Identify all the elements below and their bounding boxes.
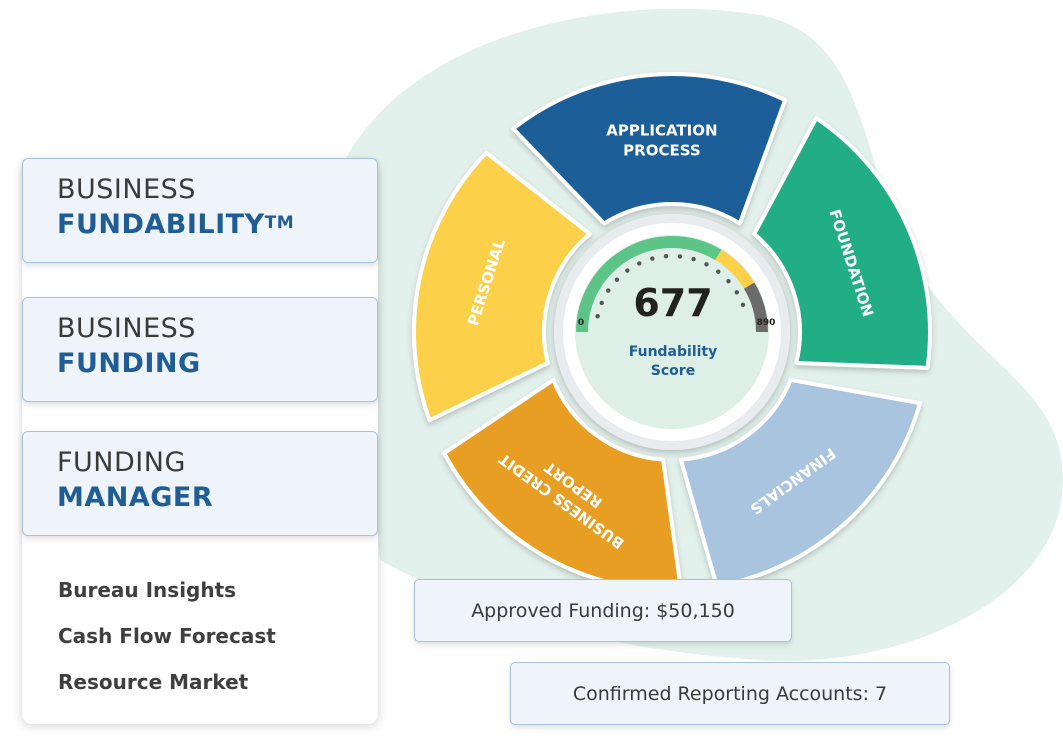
gauge-tick-dot (599, 300, 604, 306)
segment-label-application-process: APPLICATION PROCESS (606, 121, 717, 159)
segment-personal[interactable] (412, 150, 592, 423)
tool-resource-market[interactable]: Resource Market (58, 670, 249, 694)
gauge-tick-dot (726, 278, 731, 284)
gauge-tick-dot (716, 269, 721, 274)
gauge-zone-max (743, 282, 768, 333)
product-card-funding-manager[interactable]: FUNDING MANAGER (22, 431, 378, 536)
score-label-line1: Fundability (629, 344, 718, 360)
tool-bureau-insights[interactable]: Bureau Insights (58, 578, 237, 602)
gauge-tick-dot (677, 254, 683, 259)
reporting-accounts-box: Confirmed Reporting Accounts: 7 (510, 662, 950, 725)
product-title-top: BUSINESS (57, 174, 196, 205)
score-label-line2: Score (651, 363, 695, 379)
gauge-tick-dot (734, 290, 740, 295)
gauge-zone-fair (715, 249, 755, 289)
gauge-tick-dot (614, 277, 620, 282)
reporting-accounts-text: Confirmed Reporting Accounts: 7 (572, 682, 888, 705)
product-title-bottom: FUNDABILITYTM (57, 209, 295, 240)
product-title-top: BUSINESS (57, 313, 196, 344)
product-title-top: FUNDING (57, 447, 186, 478)
gauge-tick-dot (625, 268, 630, 273)
tool-cash-flow-forecast[interactable]: Cash Flow Forecast (58, 624, 276, 648)
gauge-tick-dot (704, 262, 709, 267)
gauge-tick-dot (637, 261, 642, 266)
gauge-max-label: 890 (757, 318, 776, 328)
segment-application-process[interactable] (511, 72, 788, 226)
product-title-bottom: FUNDING (57, 348, 201, 379)
product-card-business-fundability[interactable]: BUSINESS FUNDABILITYTM (22, 158, 378, 263)
score-value: 677 (633, 281, 712, 325)
product-title-bottom: MANAGER (57, 482, 214, 513)
gauge-tick-dot (650, 256, 655, 261)
trademark-mark: TM (264, 213, 295, 233)
gauge-tick-dot (740, 302, 746, 307)
product-card-business-funding[interactable]: BUSINESS FUNDING (22, 297, 378, 402)
segment-label-line: PROCESS (623, 141, 700, 159)
gauge-min-label: 0 (578, 318, 584, 328)
tool-list: Bureau Insights Cash Flow Forecast Resou… (58, 574, 276, 712)
gauge-tick-dot (663, 254, 669, 259)
approved-funding-text: Approved Funding: $50,150 (471, 599, 735, 622)
gauge-tick-dot (606, 288, 611, 293)
segment-foundation[interactable] (752, 116, 932, 370)
gauge-zone-good (576, 236, 722, 333)
gauge-tick-dot (691, 256, 696, 262)
approved-funding-box: Approved Funding: $50,150 (414, 579, 792, 642)
gauge-tick-dot (595, 313, 600, 319)
gauge-inner (575, 235, 769, 429)
segment-label-line: APPLICATION (606, 121, 717, 139)
